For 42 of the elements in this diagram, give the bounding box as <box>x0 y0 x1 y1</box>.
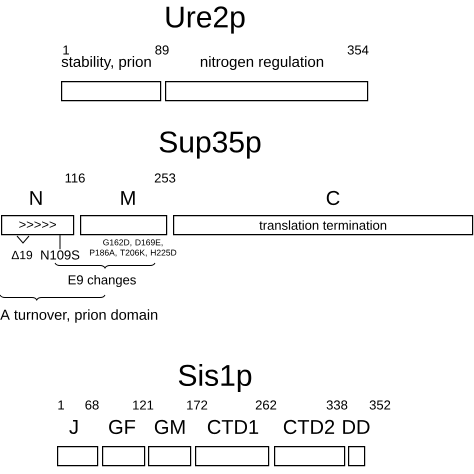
domain-label: CTD2 <box>284 420 334 434</box>
domain-label: M <box>121 191 135 205</box>
residue-number: 89 <box>155 45 169 55</box>
domain-box <box>102 446 146 466</box>
domain-box <box>57 446 98 466</box>
mutation-label: N109S <box>41 250 80 260</box>
residue-number: 1 <box>63 46 69 54</box>
domain-label: CTD1 <box>208 420 258 434</box>
domain-box: translation termination <box>173 215 474 236</box>
domain-box <box>165 81 368 102</box>
residue-number: 116 <box>66 173 85 183</box>
protein-name: Sis1p <box>178 364 252 392</box>
domain-box: >>>>> <box>1 215 74 236</box>
domain-label: nitrogen regulation <box>200 56 324 70</box>
domain-label: N <box>30 191 42 205</box>
residue-number: 262 <box>256 400 276 410</box>
residue-number: 352 <box>370 400 390 410</box>
residue-number: 338 <box>326 400 348 410</box>
domain-box <box>348 446 366 466</box>
protein-name: Ure2p <box>166 6 245 34</box>
domain-box <box>80 215 168 236</box>
domain-label: C <box>326 190 340 206</box>
residue-number: 121 <box>133 400 154 410</box>
brace-label: A turnover, prion domain <box>0 309 158 323</box>
domain-label: GF <box>109 420 136 434</box>
deletion-label: Δ19 <box>12 250 32 260</box>
residue-number: 253 <box>154 173 176 183</box>
residue-number: 68 <box>85 400 99 410</box>
domain-label: DD <box>343 420 370 434</box>
domain-box <box>274 446 346 466</box>
residue-number: 172 <box>187 400 208 410</box>
domain-box <box>148 446 192 466</box>
domain-box <box>195 446 270 466</box>
residue-number: 354 <box>348 45 368 55</box>
brace-label: E9 changes <box>68 274 136 288</box>
domain-label: GM <box>154 420 184 434</box>
domain-box <box>61 81 162 102</box>
domain-label: J <box>69 420 78 434</box>
residue-number: 1 <box>58 400 64 410</box>
mutation-list: G162D, D169E, P186A, T206K, H225D <box>90 239 176 257</box>
domain-label: stability, prion <box>62 56 151 70</box>
protein-name: Sup35p <box>160 131 260 159</box>
